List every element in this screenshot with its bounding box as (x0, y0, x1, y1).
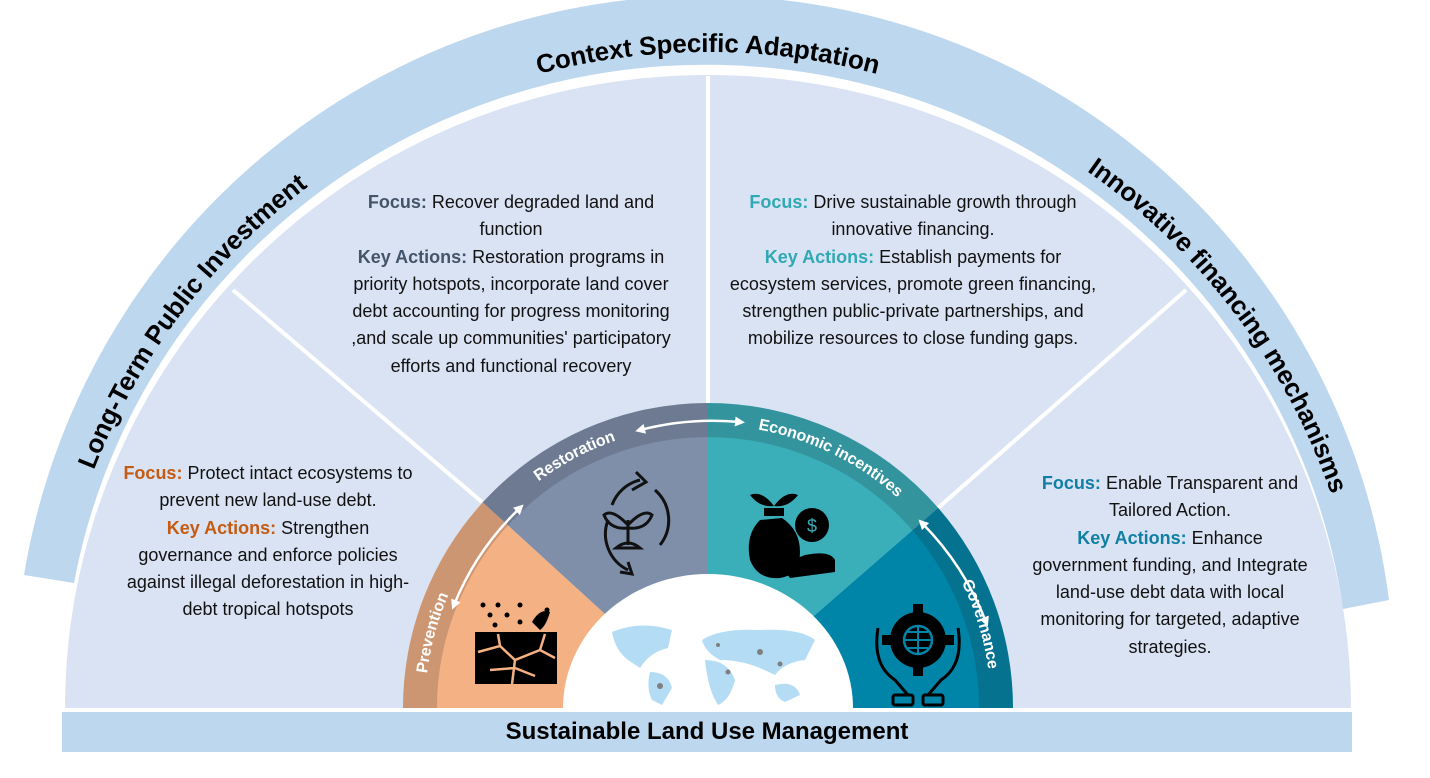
double-arrow-icon (451, 504, 524, 610)
focus-text: Recover degraded land and function (426, 192, 655, 240)
key-actions-label: Key Actions: (764, 246, 875, 267)
divider-line (936, 288, 1188, 510)
economic-text-block: Focus: Drive sustainable growth through … (727, 189, 1099, 353)
key-actions-label: Key Actions: (1077, 527, 1187, 548)
plant-recycle-icon (602, 470, 671, 576)
restoration-text-block: Focus: Recover degraded land and functio… (345, 189, 677, 380)
divider-line (231, 288, 484, 504)
focus-text: Drive sustainable growth through innovat… (808, 192, 1077, 240)
prevention-text-block: Focus: Protect intact ecosystems to prev… (123, 460, 413, 624)
cracked-soil-icon (475, 602, 557, 685)
key-actions-label: Key Actions: (357, 246, 468, 267)
double-arrow-icon (918, 519, 989, 627)
focus-label: Focus: (367, 192, 427, 212)
outer-band (24, 0, 1389, 609)
plant-money-hand-icon: $ (748, 493, 835, 579)
double-arrow-icon (635, 416, 745, 434)
key-actions-label: Key Actions: (166, 517, 277, 538)
key-actions-text: Strengthen governance and enforce polici… (126, 517, 410, 620)
focus-label: Focus: (749, 192, 809, 212)
focus-label: Focus: (123, 463, 183, 483)
focus-text: Enable Transparent and Tailored Action. (1100, 473, 1299, 521)
world-map-shading (657, 643, 783, 689)
focus-text: Protect intact ecosystems to prevent new… (159, 463, 413, 511)
svg-text:$: $ (807, 516, 817, 536)
hands-globe-gear-icon (875, 604, 961, 707)
governance-text-block: Focus: Enable Transparent and Tailored A… (1030, 470, 1310, 661)
key-actions-text: Establish payments for ecosystem service… (729, 246, 1097, 349)
bottom-title: Sustainable Land Use Management (505, 718, 909, 745)
bottom-title-bar: Sustainable Land Use Management (62, 712, 1352, 752)
key-actions-text: Restoration programs in priority hotspot… (351, 246, 671, 376)
focus-label: Focus: (1041, 473, 1101, 493)
key-actions-text: Enhance government funding, and Integrat… (1032, 527, 1308, 657)
